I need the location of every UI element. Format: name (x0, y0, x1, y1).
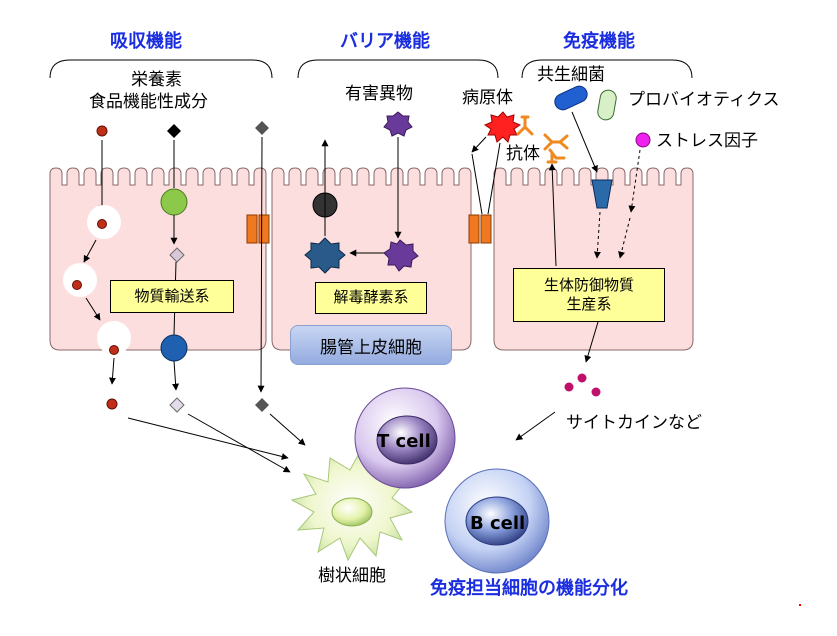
blue-transporter (160, 334, 188, 362)
harmful-label: 有害異物 (345, 84, 413, 104)
commensal-label: 共生細菌 (537, 65, 605, 85)
probiotics-label: プロバイオティクス (628, 90, 780, 110)
cytokine-dot (577, 373, 587, 383)
absorption-title: 吸収機能 (110, 31, 182, 52)
b-cell-label: B cell (470, 513, 526, 534)
b-cell-icon (444, 468, 550, 574)
t-cell-label: T cell (377, 431, 431, 452)
receptor-icon (591, 179, 613, 209)
defense-line1: 生体防御物質 (543, 275, 634, 294)
cytokines-label: サイトカインなど (566, 413, 702, 433)
nutrients-label: 栄養素 (131, 70, 182, 90)
nutrient-red-dot (96, 125, 108, 137)
defense-line2: 生産系 (566, 295, 612, 313)
detox-enzyme-box: 解毒酵素系 (315, 282, 427, 314)
cytokine-dot (564, 382, 574, 392)
epithelial-cell-middle (271, 167, 472, 351)
absorption-bracket (49, 59, 273, 79)
antibody-icon (516, 115, 569, 164)
nutrient-grey-diamond (255, 121, 269, 135)
green-transporter (160, 188, 188, 216)
stress-label: ストレス因子 (656, 131, 758, 151)
immune-title: 免疫機能 (563, 31, 635, 52)
commensal-bacteria-icon (554, 85, 588, 111)
harmful-substance (383, 111, 413, 137)
functional-components-label: 食品機能性成分 (89, 92, 208, 112)
cytokine-dot (591, 387, 601, 397)
vesicle (63, 263, 97, 297)
dendritic-cell-label: 樹状細胞 (318, 566, 386, 586)
antibody-label: 抗体 (506, 144, 540, 164)
vesicle (97, 321, 131, 355)
t-cell-icon (354, 387, 456, 489)
epithelial-cell-left (49, 167, 267, 351)
defense-substance-box: 生体防御物質 生産系 (513, 268, 665, 322)
differentiation-label: 免疫担当細胞の機能分化 (430, 578, 628, 599)
nutrient-diamond (167, 124, 181, 138)
pathogen-icon (483, 111, 522, 143)
stress-factor-icon (635, 132, 651, 148)
tight-junction-icon (246, 214, 270, 244)
probiotics-icon (597, 89, 617, 121)
epithelial-cell-label: 腸管上皮細胞 (290, 325, 452, 365)
toxin-in-cell (383, 239, 419, 272)
tight-junction-icon (468, 214, 492, 244)
transport-system-box: 物質輸送系 (110, 280, 234, 313)
barrier-bracket (297, 59, 499, 79)
barrier-title: バリア機能 (340, 31, 430, 52)
detoxified-product (304, 237, 346, 274)
epithelial-cell-right (493, 167, 694, 351)
immune-bracket (521, 59, 693, 79)
pathogen-label: 病原体 (462, 88, 513, 108)
